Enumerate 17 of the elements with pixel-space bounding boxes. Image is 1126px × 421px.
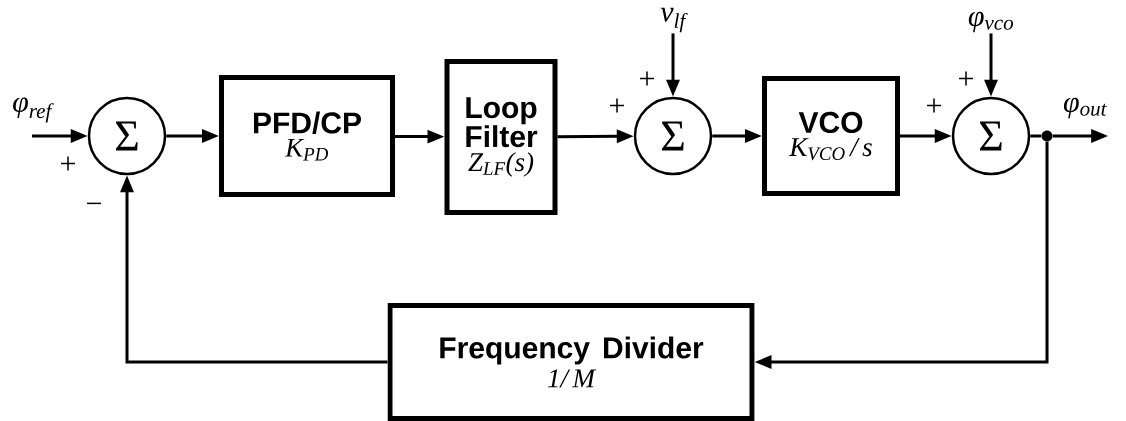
sign-label: + bbox=[927, 98, 941, 113]
block-box: Frequency Divider 1/ M bbox=[387, 303, 755, 421]
signal-label: v$_{lf}$ bbox=[660, 7, 688, 33]
block-box: Loop Filter Z$_{LF}$(s) bbox=[444, 59, 558, 215]
signal-label: φ$_{out}$ bbox=[1063, 97, 1107, 119]
signal-label: φ$_{ref}$ bbox=[13, 97, 54, 123]
sign-label: + bbox=[61, 156, 75, 171]
summing-junction: Σ bbox=[87, 96, 167, 176]
sign-label: + bbox=[959, 71, 973, 86]
signal-label: φ$_{vco}$ bbox=[968, 11, 1013, 33]
summing-junction: Σ bbox=[633, 96, 713, 176]
summing-junction: Σ bbox=[951, 96, 1031, 176]
sign-label: + bbox=[640, 71, 654, 86]
block-box: VCO K$_{VCO}$/ s bbox=[762, 76, 900, 196]
sign-label: − bbox=[87, 202, 101, 205]
block-box: PFD/CP K$_{PD}$ bbox=[219, 75, 395, 197]
sign-label: + bbox=[610, 98, 624, 113]
